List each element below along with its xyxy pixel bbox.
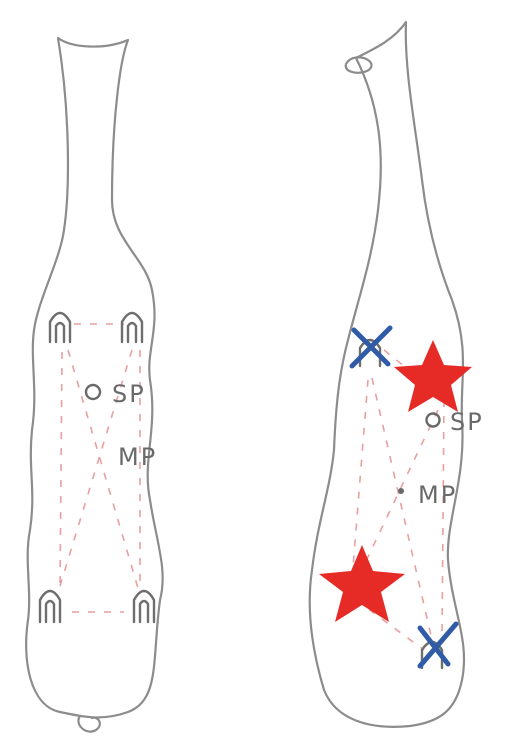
star-icon xyxy=(319,545,405,622)
right-middle-point-label: MP xyxy=(418,481,457,509)
arch-marker-icon xyxy=(40,591,60,622)
arch-marker-icon xyxy=(134,591,154,622)
arch-marker-icon xyxy=(122,313,142,342)
left-middle-point-label: MP xyxy=(118,443,157,471)
arch-marker-icon xyxy=(50,313,70,342)
right-middle-point-marker xyxy=(398,488,404,494)
right-superficial-point-marker xyxy=(427,414,440,427)
left-superficial-point-marker xyxy=(86,385,100,399)
x-mark-icon xyxy=(352,328,390,366)
left-bottom-tail xyxy=(78,716,99,732)
right-body-figure: SP MP xyxy=(310,22,484,727)
left-superficial-point-label: SP xyxy=(112,380,146,408)
right-superficial-point-label: SP xyxy=(450,408,484,436)
star-icon xyxy=(394,340,472,412)
left-body-figure: SP MP xyxy=(26,38,163,732)
